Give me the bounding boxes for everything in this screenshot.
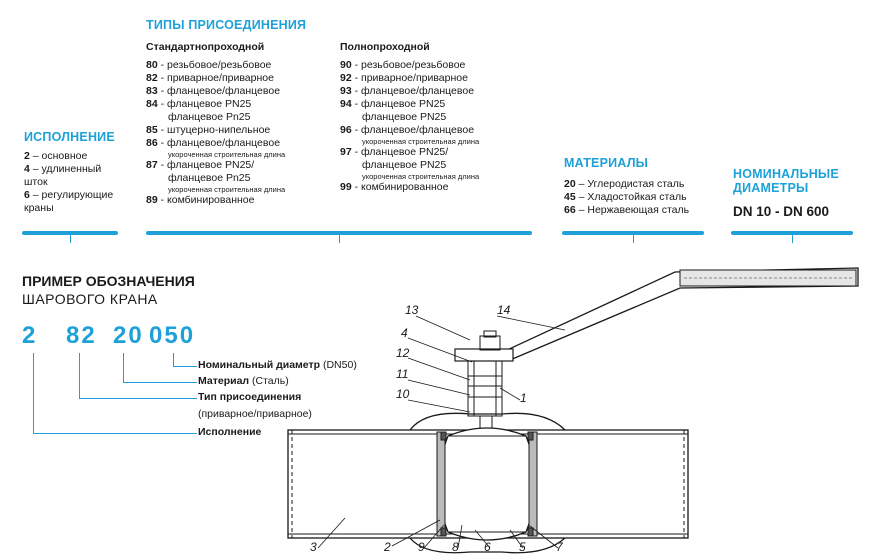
list-item: 4 – удлиненный <box>24 163 102 175</box>
part-number: 11 <box>396 367 408 381</box>
leader-line <box>33 433 197 434</box>
list-item: 89 - комбинированное <box>146 194 255 206</box>
divider-tick <box>792 235 793 243</box>
full-list: 90 - резьбовое/резьбовое 92 - приварное/… <box>340 59 479 194</box>
part-number: 7 <box>556 540 564 554</box>
list-item: 45 – Хладостойкая сталь <box>564 191 687 203</box>
stem <box>467 330 503 431</box>
diameters-value: DN 10 - DN 600 <box>733 204 830 219</box>
standard-list: 80 - резьбовое/резьбовое 82 - приварное/… <box>146 59 285 207</box>
leader-line <box>33 353 34 434</box>
example-title: ПРИМЕР ОБОЗНАЧЕНИЯ <box>22 273 195 289</box>
part-leaders <box>317 315 566 549</box>
label-material: Материал (Сталь) <box>198 375 289 387</box>
ispolnenie-title: ИСПОЛНЕНИЕ <box>24 130 115 144</box>
code-connection: 82 <box>66 322 97 349</box>
list-item: фланцевое Pn25 <box>168 111 251 123</box>
body-bottom <box>409 537 566 554</box>
list-item: 97 - фланцевое PN25/ <box>340 146 449 158</box>
list-item-note: укороченная строительная длина <box>168 150 286 159</box>
part-number: 14 <box>497 303 511 317</box>
list-item: фланцевое PN25 <box>362 111 447 123</box>
code-execution: 2 <box>22 322 38 349</box>
list-item: 6 – регулирующие <box>24 189 114 201</box>
divider-bar <box>22 231 118 235</box>
part-number: 12 <box>396 346 410 360</box>
materials-list: 20 – Углеродистая сталь 45 – Хладостойка… <box>564 178 689 217</box>
part-number: 3 <box>310 540 317 554</box>
list-item: 94 - фланцевое PN25 <box>340 98 446 110</box>
list-item: 83 - фланцевое/фланцевое <box>146 85 281 97</box>
label-connection-detail: (приварное/приварное) <box>198 408 312 420</box>
list-item: 86 - фланцевое/фланцевое <box>146 137 281 149</box>
part-number: 4 <box>401 326 408 340</box>
full-subtitle: Полнопроходной <box>340 41 430 53</box>
part-number: 8 <box>452 540 459 554</box>
list-item: 96 - фланцевое/фланцевое <box>340 124 475 136</box>
divider-tick <box>70 235 71 243</box>
part-number: 5 <box>519 540 526 554</box>
list-item: 90 - резьбовое/резьбовое <box>340 59 466 71</box>
leader-line <box>79 353 80 399</box>
list-item: 93 - фланцевое/фланцевое <box>340 85 475 97</box>
list-item: 99 - комбинированное <box>340 181 449 193</box>
part-numbers: 13 14 4 12 11 10 1 3 2 9 8 6 5 7 <box>310 303 564 554</box>
list-item: 92 - приварное/приварное <box>340 72 468 84</box>
part-number: 9 <box>418 540 425 554</box>
leader-line <box>123 353 124 383</box>
leader-line <box>173 366 197 367</box>
label-connection: Тип присоединения <box>198 391 302 403</box>
body-top <box>409 412 566 431</box>
divider-bar <box>146 231 532 235</box>
list-item-note: укороченная строительная длина <box>168 185 286 194</box>
divider-tick <box>633 235 634 243</box>
divider-bar <box>562 231 704 235</box>
list-item: 85 - штуцерно-нипельное <box>146 124 271 136</box>
leader-line <box>79 398 197 399</box>
ispolnenie-list: 2 – основное 4 – удлиненный шток 6 – рег… <box>24 150 113 215</box>
list-item: фланцевое PN25 <box>362 159 447 171</box>
leader-line <box>123 382 197 383</box>
list-item-note: укороченная строительная длина <box>362 172 480 181</box>
label-execution: Исполнение <box>198 426 262 438</box>
ball <box>437 427 537 541</box>
list-item: 2 – основное <box>24 150 88 162</box>
list-item: 84 - фланцевое PN25 <box>146 98 252 110</box>
list-item: 20 – Углеродистая сталь <box>564 178 685 190</box>
part-number: 1 <box>520 391 527 405</box>
diameters-title: НОМИНАЛЬНЫЕ ДИАМЕТРЫ <box>733 167 839 195</box>
part-number: 10 <box>396 387 410 401</box>
divider-tick <box>339 235 340 243</box>
divider-bar <box>731 231 853 235</box>
connections-title: ТИПЫ ПРИСОЕДИНЕНИЯ <box>146 18 307 32</box>
part-number: 6 <box>484 540 491 554</box>
list-item: шток <box>24 176 48 188</box>
code-material: 20 <box>113 322 144 349</box>
materials-title: МАТЕРИАЛЫ <box>564 156 649 170</box>
list-item: 87 - фланцевое PN25/ <box>146 159 255 171</box>
list-item: фланцевое Pn25 <box>168 172 251 184</box>
list-item: краны <box>24 202 54 214</box>
leader-line <box>173 353 174 367</box>
part-number: 2 <box>383 540 391 554</box>
list-item-note: укороченная строительная длина <box>362 137 480 146</box>
list-item: 80 - резьбовое/резьбовое <box>146 59 272 71</box>
label-diameter: Номинальный диаметр (DN50) <box>198 359 357 371</box>
handle <box>454 267 859 362</box>
seats <box>436 431 538 537</box>
list-item: 82 - приварное/приварное <box>146 72 274 84</box>
list-item: 66 – Нержавеющая сталь <box>564 204 690 216</box>
example-subtitle: ШАРОВОГО КРАНА <box>22 291 158 307</box>
code-diameter: 050 <box>149 322 196 349</box>
part-number: 13 <box>405 303 419 317</box>
standard-subtitle: Стандартнопроходной <box>146 41 265 53</box>
